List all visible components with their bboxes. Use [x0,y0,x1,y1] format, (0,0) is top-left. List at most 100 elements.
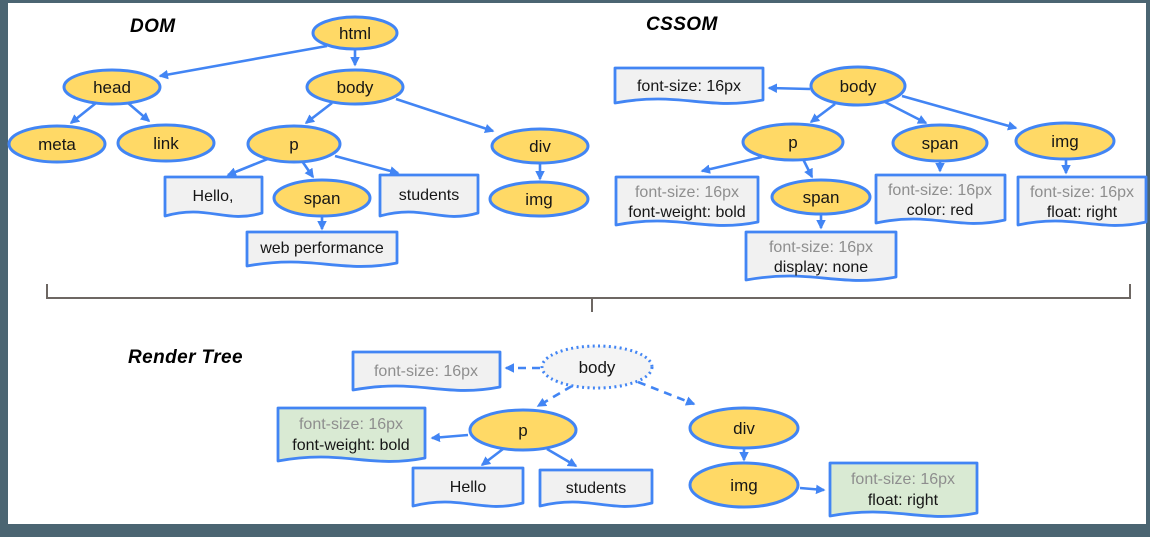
render-p-note-line1: font-size: 16px [299,416,403,433]
dom-html-label: html [339,24,371,43]
render-students-textnode [538,468,654,508]
cssom-p-span-label: span [803,188,840,207]
cssom-edge-body-p [809,102,836,124]
cssom-p-note-line2: font-weight: bold [628,204,745,221]
dom-edge-p-hello [226,156,271,177]
render-img-note-line2: float: right [868,492,939,509]
cssom-img-note [1016,175,1148,227]
dom-link-label: link [153,134,179,153]
cssom-p-note-line1: font-size: 16px [635,184,739,201]
dom-p-node [246,124,342,164]
cssom-img-label: img [1051,132,1078,151]
render-edge-p-hello [480,447,504,467]
render-div-label: div [733,419,755,438]
cssom-body-note [613,66,765,105]
cssom-edge-p-note [700,155,763,174]
render-p-node [468,408,578,452]
cssom-img-note-line1: font-size: 16px [1030,184,1134,201]
render-p-note-line2: font-weight: bold [292,437,409,454]
divider-bracket [46,284,1131,312]
cssom-p-span-node [770,178,872,216]
cssom-body-node [809,65,907,107]
cssom-p-span-note [744,230,898,282]
render-hello-label: Hello [450,479,487,496]
dom-img-node [488,180,590,218]
cssom-p-label: p [788,133,797,152]
render-body-label: body [579,358,616,377]
dom-webperformance-label: web performance [259,240,384,257]
cssom-edge-body-span [884,100,928,125]
render-hello-textnode [411,466,525,508]
cssom-p-span-note-line1: font-size: 16px [769,239,873,256]
dom-edge-p-students [334,154,400,176]
render-body-note-text: font-size: 16px [374,363,478,380]
cssom-edge-body-img [901,94,1018,131]
cssom-body-note-text: font-size: 16px [637,78,741,95]
dom-edge-body-p [304,101,333,125]
render-body-node [540,344,654,390]
cssom-section: CSSOM font-size: 16px body p span img fo… [613,14,1148,282]
dom-edges [69,44,545,231]
render-img-note [828,461,979,518]
dom-div-label: div [529,137,551,156]
dom-p-label: p [289,135,298,154]
dom-hello-textnode [163,175,264,218]
canvas-background [8,3,1146,524]
dom-students-label: students [399,187,459,204]
render-students-label: students [566,480,626,497]
dom-edge-body-div [395,97,495,134]
cssom-img-node [1014,121,1116,161]
dom-div-node [490,127,590,165]
dom-section: DOM html head body meta link p div [7,15,590,268]
cssom-p-node [741,122,845,162]
render-edge-body-div [637,380,696,406]
cssom-p-span-note-line2: display: none [774,259,868,276]
cssom-span-node [891,123,989,163]
render-p-note [276,406,427,463]
render-edge-body-p [536,384,573,408]
dom-img-label: img [525,190,552,209]
render-img-node [688,461,800,509]
dom-body-node [305,68,405,106]
dom-span-label: span [304,189,341,208]
render-tree-section: Render Tree font-size: 16px body font-si… [128,344,979,518]
dom-meta-node [7,124,107,164]
dom-head-node [62,68,162,106]
cssom-span-label: span [922,134,959,153]
dom-edge-p-span [300,160,315,179]
cssom-section-label: CSSOM [646,14,718,35]
cssom-edges [700,83,1071,230]
render-edge-img-note [799,484,826,495]
cssom-edge-body-note [767,83,811,93]
dom-students-textnode [378,173,480,218]
cssom-span-note-line1: font-size: 16px [888,182,992,199]
render-tree-section-label: Render Tree [128,347,243,368]
dom-edge-head-meta [69,101,97,125]
cssom-img-note-line2: float: right [1047,204,1118,221]
render-img-note-line1: font-size: 16px [851,471,955,488]
cssom-body-label: body [840,77,877,96]
dom-hello-label: Hello, [193,188,234,205]
dom-meta-label: meta [38,135,76,154]
dom-head-label: head [93,78,131,97]
dom-body-label: body [337,78,374,97]
dom-section-label: DOM [130,16,176,37]
cssom-p-note [614,175,760,227]
render-div-node [688,406,800,450]
render-p-label: p [518,421,527,440]
render-edge-p-students [546,447,578,468]
dom-link-node [116,123,216,163]
dom-html-node [311,15,399,51]
dom-webperformance-textnode [245,230,399,268]
render-body-note [351,350,502,392]
cssom-span-note-line2: color: red [907,202,974,219]
cssom-span-note [874,173,1007,225]
dom-edge-html-head [158,44,328,80]
cssom-edge-p-span [801,158,814,179]
render-edge-p-note [430,432,469,443]
dom-edge-head-link [127,102,151,122]
render-tree-edges [430,363,826,495]
dom-span-node [272,178,372,218]
